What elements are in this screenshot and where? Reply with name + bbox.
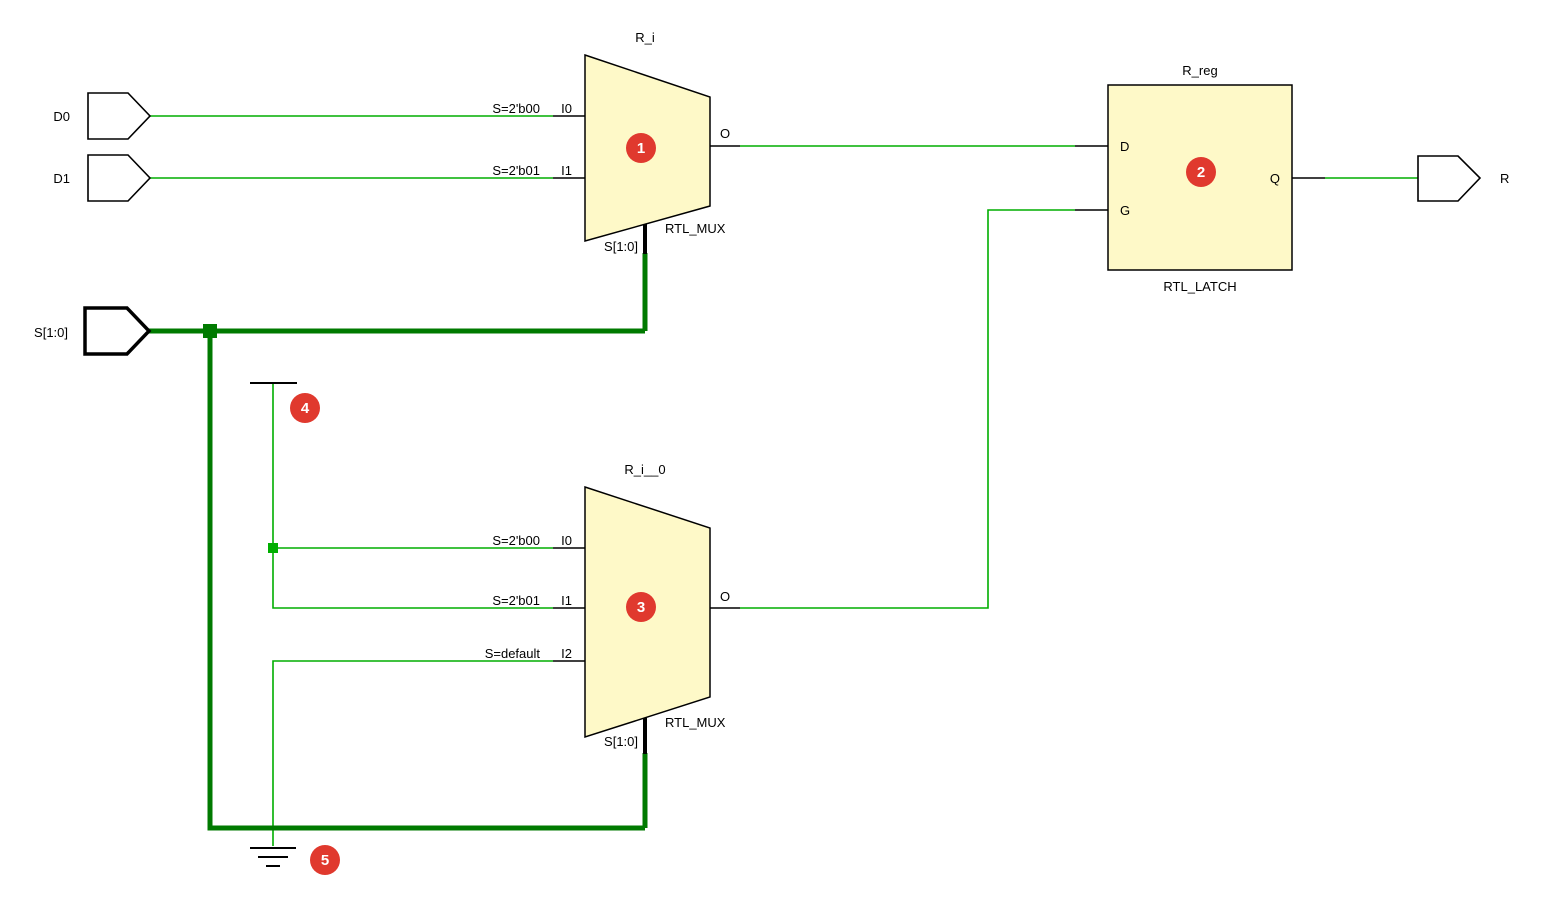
port-d1-label: D1 [53, 171, 70, 186]
ports: D0 D1 S[1:0] R [34, 92, 1509, 356]
mux-r-i-0-i1-label: I1 [561, 593, 572, 608]
annotation-marker-4: 4 [290, 393, 320, 423]
net-mux2-o-to-latch-g[interactable] [740, 209, 1075, 609]
latch-q-label: Q [1270, 171, 1280, 186]
mux-r-i-0-cond1-label: S=2'b01 [492, 593, 540, 608]
marker-1-circle [626, 133, 656, 163]
mux-r-i: R_i S=2'b00 I0 S=2'b01 I1 O RTL_MUX S[1:… [492, 30, 730, 254]
net-s-bus[interactable] [149, 253, 648, 831]
bus-junction-dot [203, 324, 217, 338]
pin-stubs [553, 115, 1325, 754]
select-bus [149, 253, 648, 831]
marker-4-circle [290, 393, 320, 423]
mux-r-i-sel-label: S[1:0] [604, 239, 638, 254]
mux-r-i-cond0-label: S=2'b00 [492, 101, 540, 116]
annotation-marker-1: 1 [626, 133, 656, 163]
mux-r-i-type-label: RTL_MUX [665, 221, 726, 236]
ground-bars [250, 847, 296, 867]
net-const-to-mux2[interactable] [272, 384, 553, 609]
ground-symbol[interactable] [250, 847, 296, 867]
port-d0-label: D0 [53, 109, 70, 124]
marker-5-circle [310, 845, 340, 875]
net-gnd-to-mux2-i2[interactable] [272, 660, 553, 846]
mux-r-i-cond1-label: S=2'b01 [492, 163, 540, 178]
mux-r-i-0-cond2-label: S=default [485, 646, 541, 661]
latch-r-reg-title: R_reg [1182, 63, 1217, 78]
annotation-marker-3: 3 [626, 592, 656, 622]
annotation-marker-5: 5 [310, 845, 340, 875]
mux-r-i-i1-label: I1 [561, 163, 572, 178]
annotation-marker-2: 2 [1186, 157, 1216, 187]
mux-r-i-0-type-label: RTL_MUX [665, 715, 726, 730]
net-junction-dot [268, 543, 278, 553]
mux-r-i-title: R_i [635, 30, 655, 45]
latch-type-label: RTL_LATCH [1163, 279, 1236, 294]
input-port-s[interactable] [83, 306, 152, 356]
mux-r-i-0-o-label: O [720, 589, 730, 604]
mux-r-i-0-cond0-label: S=2'b00 [492, 533, 540, 548]
marker-1-number: 1 [637, 140, 645, 157]
mux-r-i-0-i0-label: I0 [561, 533, 572, 548]
marker-3-circle [626, 592, 656, 622]
marker-5-number: 5 [321, 852, 329, 869]
input-port-d0[interactable] [87, 92, 152, 140]
marker-2-circle [1186, 157, 1216, 187]
port-r-label: R [1500, 171, 1509, 186]
mux-r-i-0-sel-label: S[1:0] [604, 734, 638, 749]
latch-g-label: G [1120, 203, 1130, 218]
marker-2-number: 2 [1197, 164, 1205, 181]
mux-r-i-o-label: O [720, 126, 730, 141]
mux-r-i-i0-label: I0 [561, 101, 572, 116]
mux-r-i-0-i2-label: I2 [561, 646, 572, 661]
marker-3-number: 3 [637, 599, 645, 616]
port-s-label: S[1:0] [34, 325, 68, 340]
latch-d-label: D [1120, 139, 1129, 154]
input-port-d1[interactable] [87, 154, 152, 202]
marker-4-number: 4 [301, 400, 310, 417]
nets [150, 115, 1418, 846]
mux-r-i-0-title: R_i__0 [624, 462, 665, 477]
mux-r-i-0: R_i__0 S=2'b00 I0 S=2'b01 I1 S=default I… [485, 462, 730, 749]
output-port-r[interactable] [1417, 155, 1482, 202]
